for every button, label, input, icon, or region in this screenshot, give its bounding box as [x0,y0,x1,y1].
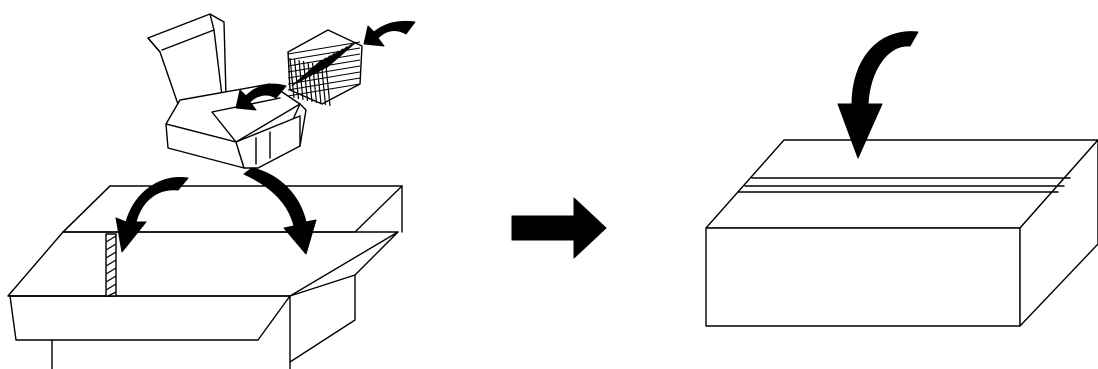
divider-hatch [105,235,117,297]
inner-back-edge [62,185,111,233]
arrow-small-box-to-right-side [243,167,317,255]
grid-insert-mesh [287,41,361,107]
grid-mesh-line [287,77,361,91]
divider-face [105,233,117,297]
grid-mesh-line [312,48,344,76]
front-flap [9,295,291,341]
front-rim [9,231,399,297]
grid-insert [287,29,363,107]
closed-box-right [1019,139,1098,327]
grid-mesh-line [287,59,361,73]
grid-mesh-line [316,63,322,105]
small-box-bottom-edge [299,103,307,147]
right-flap-top [354,231,399,276]
arrow-small-box-to-left-side [115,177,189,253]
back-left-flap [7,231,111,297]
grid-mesh-line [325,41,357,69]
grid-mesh-line [320,64,327,106]
grid-mesh-line [325,65,331,107]
grid-mesh-line [311,62,318,104]
closed-box [705,139,1098,327]
grid-mesh-line [287,47,361,61]
small-box-lid-inner [213,29,223,97]
seal-tape [737,177,1071,193]
small-box-right [235,115,301,169]
grid-mesh-line [287,53,361,67]
large-open-box [7,185,403,369]
back-rim [62,185,403,233]
divider-strip [105,233,117,297]
grid-mesh-line [287,41,361,55]
grid-mesh-line [287,65,361,79]
grid-mesh-line [287,71,361,85]
arrow-close-box [837,31,919,159]
small-box-right-inner [255,131,271,165]
arrow-insert-into-small-box [235,83,287,111]
grid-mesh-line [293,58,300,100]
closed-box-front [705,227,1021,327]
grid-mesh-line [287,83,361,97]
arrow-right [511,197,607,259]
small-box [147,13,307,169]
grid-mesh-line [289,57,295,99]
right-side-flap [289,274,356,363]
arrow-insert-into-grid [363,20,416,47]
